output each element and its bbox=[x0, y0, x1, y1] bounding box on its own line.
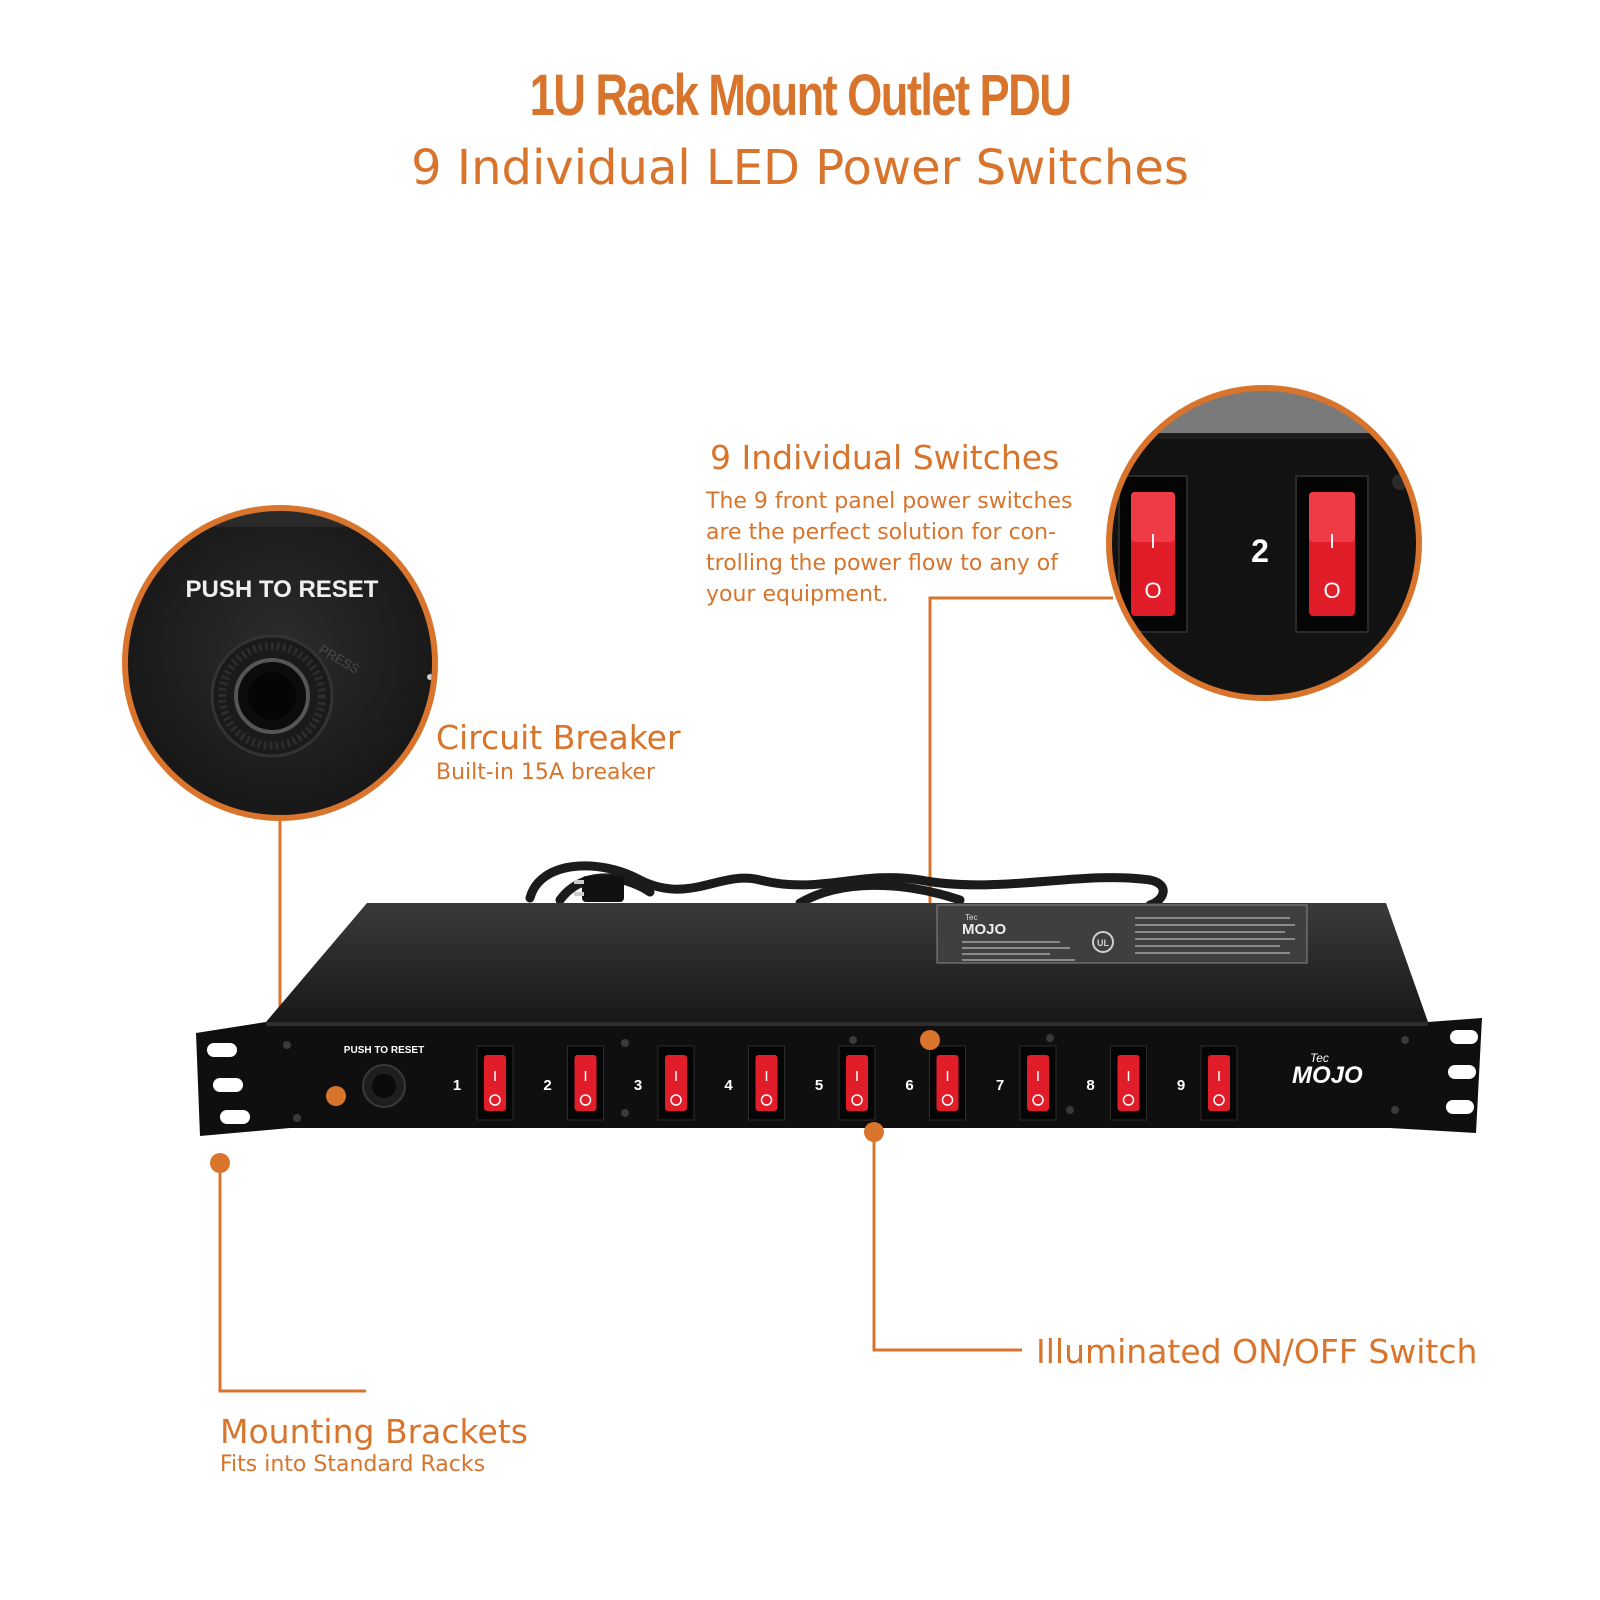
switch-rocker bbox=[1117, 1055, 1140, 1111]
illuminated-callout-title: Illuminated ON/OFF Switch bbox=[1036, 1332, 1478, 1371]
breaker-callout-title: Circuit Breaker bbox=[436, 718, 681, 757]
callout-dots bbox=[210, 1030, 940, 1173]
switch-number-label: 1 bbox=[453, 1077, 461, 1094]
switch-number-label: 2 bbox=[543, 1077, 551, 1094]
switches-callout-description: The 9 front panel power switches are the… bbox=[706, 489, 1073, 607]
reset-button-label: PUSH TO RESET bbox=[344, 1045, 424, 1056]
power-switch-1[interactable]: 1 bbox=[453, 1045, 514, 1121]
brackets-callout-title: Mounting Brackets bbox=[220, 1412, 528, 1451]
zoom-switch-1: I O bbox=[1118, 475, 1188, 633]
brackets-dot bbox=[210, 1153, 230, 1173]
switch-off-symbol bbox=[1122, 1094, 1135, 1106]
power-switch-5[interactable]: 5 bbox=[815, 1045, 876, 1121]
switch-number-label: 3 bbox=[634, 1077, 642, 1094]
breaker-dot bbox=[326, 1086, 346, 1106]
spec-label: Tec MOJO UL bbox=[936, 904, 1308, 964]
power-switch-6[interactable]: 6 bbox=[905, 1045, 966, 1121]
svg-text:I: I bbox=[1150, 531, 1156, 553]
page-subtitle: 9 Individual LED Power Switches bbox=[411, 140, 1189, 196]
power-switch-8[interactable]: 8 bbox=[1086, 1045, 1147, 1121]
switch-number-label: 6 bbox=[905, 1077, 913, 1094]
power-cord bbox=[525, 861, 1168, 910]
right-rack-ear-slots bbox=[1446, 1030, 1478, 1114]
switch-rocker bbox=[484, 1055, 506, 1111]
zoom-switches: I O 2 I O bbox=[1106, 385, 1422, 701]
svg-text:O: O bbox=[1144, 578, 1161, 603]
label-brand: MOJO bbox=[962, 921, 1007, 938]
switch-number-label: 8 bbox=[1086, 1077, 1094, 1094]
switch-rocker bbox=[665, 1055, 687, 1111]
breaker-callout-subtitle: Built-in 15A breaker bbox=[436, 760, 655, 785]
plug-icon bbox=[574, 876, 624, 902]
switch-number-label: 5 bbox=[815, 1077, 823, 1094]
switch-off-symbol bbox=[670, 1094, 682, 1106]
brand-logo-small: Tec bbox=[1310, 1051, 1329, 1065]
power-switch-7[interactable]: 7 bbox=[996, 1045, 1057, 1121]
power-switch-3[interactable]: 3 bbox=[634, 1045, 695, 1121]
switches-dot bbox=[920, 1030, 940, 1050]
switch-rocker bbox=[1027, 1055, 1049, 1111]
switch-rocker bbox=[846, 1055, 868, 1111]
label-brand-small: Tec bbox=[965, 913, 977, 922]
switches-callout-title: 9 Individual Switches bbox=[710, 438, 1060, 477]
switch-off-symbol bbox=[579, 1094, 592, 1106]
switch-rocker bbox=[1208, 1055, 1230, 1111]
switch-off-symbol bbox=[851, 1094, 863, 1106]
brand-logo-text: MOJO bbox=[1292, 1062, 1363, 1089]
zoom-switch-number: 2 bbox=[1251, 533, 1269, 569]
illuminated-leader-line bbox=[872, 1132, 1022, 1352]
switch-rocker bbox=[574, 1055, 597, 1111]
power-switch-4[interactable]: 4 bbox=[724, 1045, 785, 1121]
switch-number-label: 9 bbox=[1177, 1077, 1185, 1094]
reset-button[interactable]: PUSH TO RESET bbox=[344, 1045, 424, 1108]
switch-rocker bbox=[755, 1055, 778, 1111]
brackets-callout-subtitle: Fits into Standard Racks bbox=[220, 1452, 486, 1477]
ul-mark-icon bbox=[1092, 931, 1114, 953]
svg-text:O: O bbox=[1323, 578, 1340, 603]
switch-number-label: 4 bbox=[724, 1077, 733, 1094]
ul-mark-text: UL bbox=[1097, 938, 1109, 948]
switch-row: 1 2 3 4 5 6 7 8 9 bbox=[453, 1045, 1238, 1121]
switch-rocker bbox=[936, 1055, 959, 1111]
brand-logo: Tec MOJO bbox=[1292, 1051, 1363, 1089]
switch-off-symbol bbox=[1032, 1094, 1044, 1106]
switch-off-symbol bbox=[489, 1094, 501, 1106]
zoom-switch-2: I O bbox=[1295, 475, 1369, 633]
zoom-reset-label: PUSH TO RESET bbox=[186, 576, 379, 603]
zoom-reset-button: PUSH TO RESET PRESS bbox=[122, 505, 438, 821]
switch-off-symbol bbox=[941, 1094, 954, 1106]
svg-text:I: I bbox=[1329, 531, 1335, 553]
brackets-leader-line bbox=[218, 1163, 366, 1393]
switch-number-label: 7 bbox=[996, 1077, 1004, 1094]
power-switch-9[interactable]: 9 bbox=[1177, 1045, 1238, 1121]
left-rack-ear-slots bbox=[207, 1043, 250, 1124]
switch-off-symbol bbox=[1213, 1094, 1225, 1106]
illuminated-dot bbox=[864, 1122, 884, 1142]
power-switch-2[interactable]: 2 bbox=[543, 1045, 604, 1121]
page-title: 1U Rack Mount Outlet PDU bbox=[529, 63, 1072, 128]
switch-off-symbol bbox=[760, 1094, 773, 1106]
